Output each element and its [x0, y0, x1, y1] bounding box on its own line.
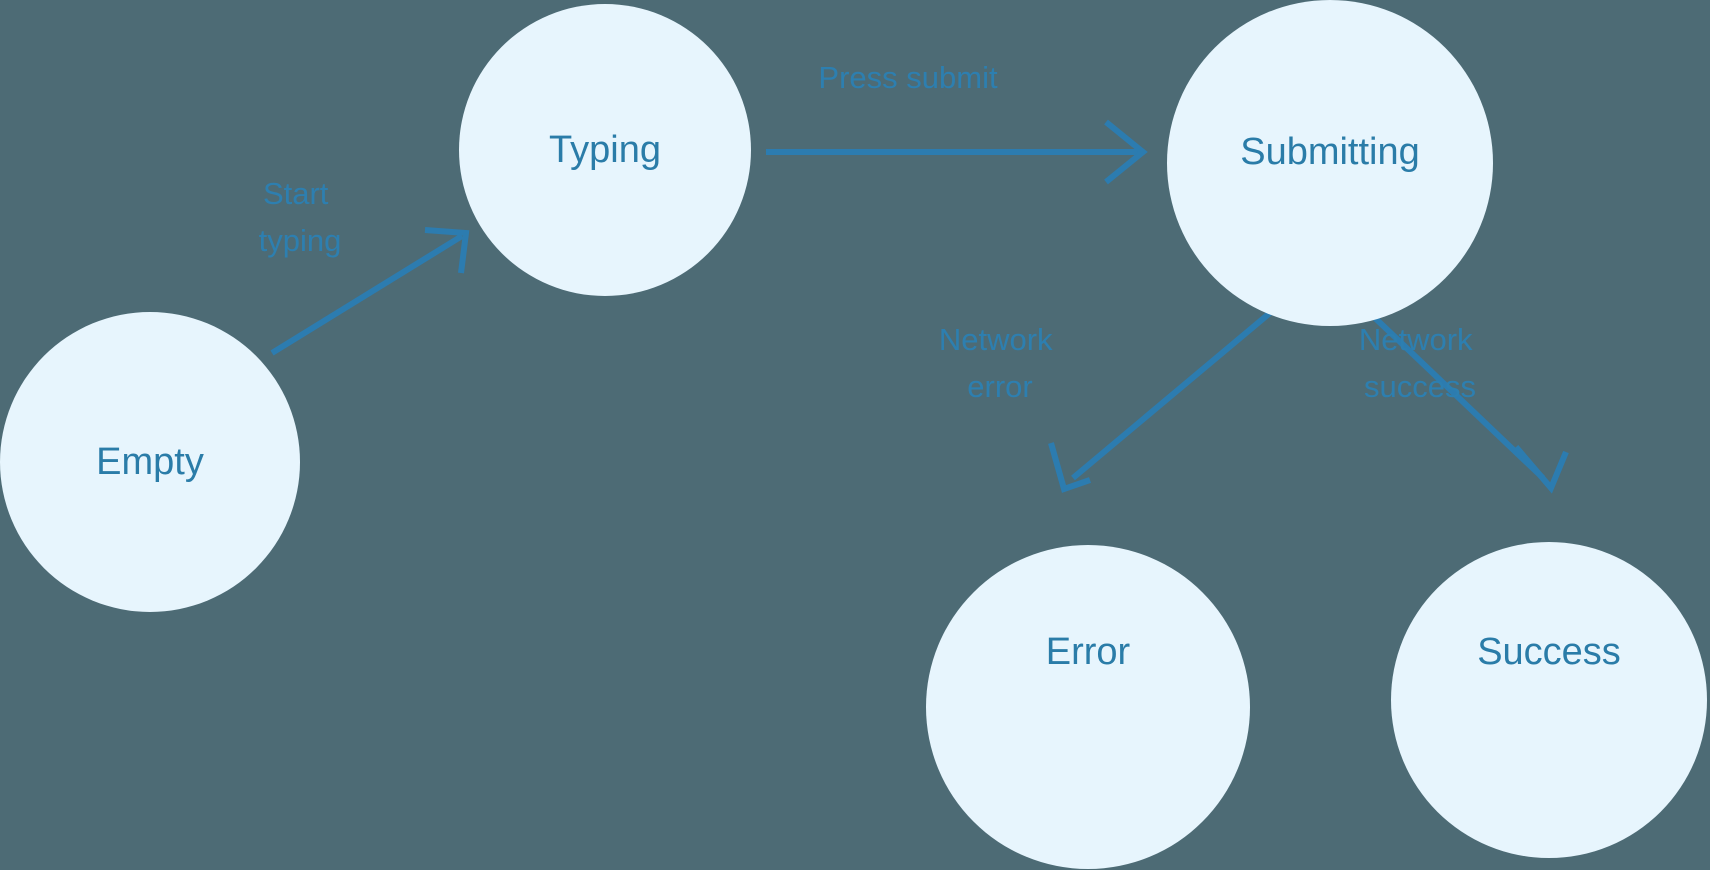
- edge-typing-to-submitting: Press submit: [766, 60, 1148, 185]
- edge-label-line: Network: [1359, 322, 1473, 357]
- node-label-empty: Empty: [96, 441, 204, 483]
- node-success[interactable]: Success: [1391, 542, 1707, 858]
- node-submitting[interactable]: Submitting: [1167, 0, 1493, 326]
- node-circle-error[interactable]: [926, 545, 1250, 869]
- node-error[interactable]: Error: [926, 545, 1250, 869]
- edge-label-typing-to-submitting: Press submit: [818, 60, 998, 95]
- edge-label-line: typing: [259, 223, 342, 258]
- node-label-typing: Typing: [549, 129, 661, 171]
- node-label-submitting: Submitting: [1240, 131, 1420, 173]
- edge-empty-to-typing: Start typing: [259, 176, 470, 356]
- edge-submitting-to-success: Network success: [1359, 315, 1569, 494]
- edge-label-submitting-to-success: Network success: [1359, 322, 1481, 404]
- node-circle-submitting[interactable]: [1167, 0, 1493, 326]
- arrowhead-empty-to-typing: [424, 227, 470, 274]
- arrowhead-submitting-to-success: [1513, 445, 1569, 494]
- arrowhead-typing-to-submitting: [1104, 119, 1148, 185]
- node-circle-empty[interactable]: [0, 312, 300, 612]
- edge-label-line: error: [967, 369, 1032, 404]
- node-circle-typing[interactable]: [459, 4, 751, 296]
- edge-label-line: Press submit: [818, 60, 998, 95]
- edge-label-empty-to-typing: Start typing: [259, 176, 342, 258]
- edge-label-line: Start: [263, 176, 329, 211]
- edge-line-submitting-to-success: [1372, 315, 1546, 481]
- node-circle-success[interactable]: [1391, 542, 1707, 858]
- node-label-success: Success: [1477, 631, 1621, 673]
- edge-label-line: Network: [939, 322, 1053, 357]
- edge-label-submitting-to-error: Network error: [939, 322, 1061, 404]
- node-typing[interactable]: Typing: [459, 4, 751, 296]
- edge-label-line: success: [1364, 369, 1476, 404]
- node-label-error: Error: [1046, 631, 1131, 673]
- edge-submitting-to-error: Network error: [939, 304, 1279, 493]
- node-empty[interactable]: Empty: [0, 312, 300, 612]
- edge-line-submitting-to-error: [1071, 304, 1279, 481]
- edge-line-empty-to-typing: [270, 233, 464, 356]
- arrowhead-submitting-to-error: [1048, 442, 1091, 493]
